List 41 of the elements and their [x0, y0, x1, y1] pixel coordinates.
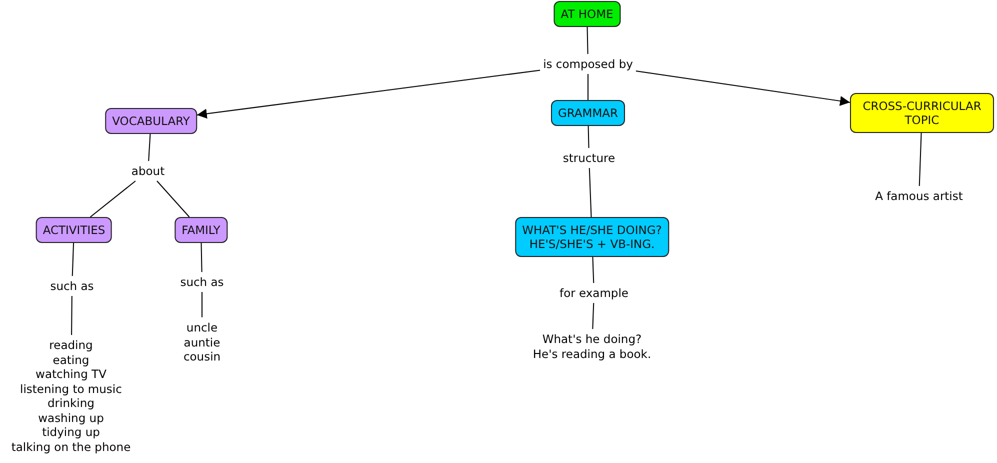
example-text: What's he doing? [542, 332, 642, 347]
list-item: drinking [48, 396, 94, 410]
list-item: eating [52, 352, 90, 367]
linking-phrase: for example [560, 286, 628, 300]
connector-line [586, 26, 588, 54]
concept-box: VOCABULARY [105, 108, 197, 134]
list-item: tidying up [42, 425, 100, 440]
connector-line [90, 180, 136, 218]
connector-line [592, 256, 594, 284]
concept-box: WHAT'S HE/SHE DOING? HE'S/SHE'S + VB-ING. [515, 217, 669, 257]
example-text: He's reading a book. [532, 347, 652, 362]
concept-box: GRAMMAR [551, 100, 625, 126]
list-item: auntie [184, 334, 220, 350]
connector-line [588, 126, 590, 148]
list-item: watching TV [36, 367, 106, 382]
concept-box: ACTIVITIES [36, 217, 112, 243]
concept-box: CROSS-CURRICULAR TOPIC [850, 93, 994, 133]
linking-phrase: about [131, 164, 165, 178]
connector-line [200, 242, 202, 272]
linking-phrase: such as [50, 279, 94, 293]
concept-box: FAMILY [174, 217, 228, 243]
connector-line [156, 180, 190, 218]
linking-phrase: is composed by [543, 57, 633, 71]
list-item: listening to music [20, 382, 122, 396]
connector-line [918, 132, 922, 186]
arrow [196, 70, 541, 119]
arrow [635, 70, 850, 106]
connector-line [72, 242, 74, 276]
list-item: reading [49, 338, 93, 352]
list-item: cousin [183, 349, 221, 364]
linking-phrase: structure [562, 151, 616, 165]
connector-line [592, 302, 594, 330]
connector-line [148, 134, 151, 162]
concept-text: A famous artist [875, 189, 963, 203]
linking-phrase: such as [180, 275, 224, 289]
list-item: washing up [38, 410, 104, 425]
connector-line [588, 168, 592, 218]
connector-line [71, 296, 72, 336]
list-item: uncle [186, 320, 218, 335]
list-item: talking on the phone [11, 440, 131, 454]
concept-box: AT HOME [554, 1, 620, 27]
